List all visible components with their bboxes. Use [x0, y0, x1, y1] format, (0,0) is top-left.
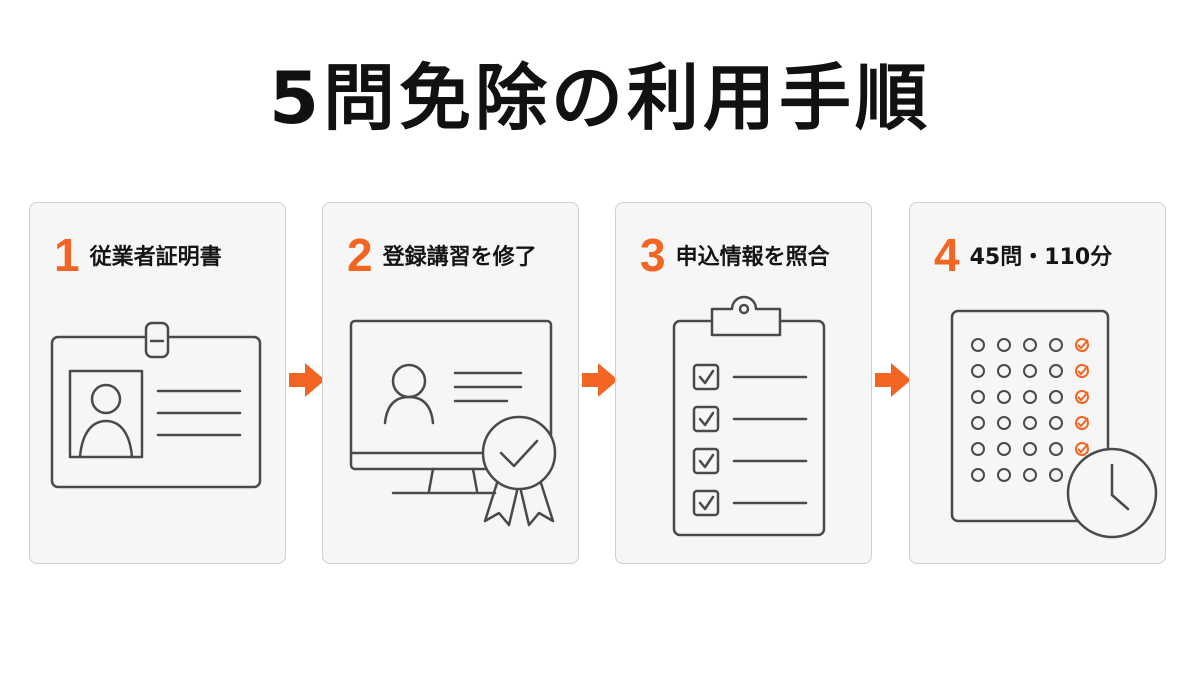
- answer-bubble: [1023, 442, 1037, 456]
- answer-bubble: [1023, 338, 1037, 352]
- arrow-right-icon: [875, 363, 911, 397]
- step-header-1: 1 従業者証明書: [54, 231, 222, 279]
- answer-bubble: [1049, 468, 1063, 482]
- answer-bubble: [1075, 442, 1089, 456]
- answer-check-mark: [1077, 339, 1089, 350]
- answer-bubble: [1023, 416, 1037, 430]
- answer-bubble: [1075, 338, 1089, 352]
- step-card-1: 1 従業者証明書: [29, 202, 286, 564]
- answer-bubble: [1049, 442, 1063, 456]
- computer-certificate-icon: [349, 319, 557, 527]
- step-card-3: 3 申込情報を照合: [615, 202, 872, 564]
- answer-bubble: [971, 442, 985, 456]
- answer-bubble: [1049, 338, 1063, 352]
- step-header-2: 2 登録講習を修了: [347, 231, 537, 279]
- answer-bubble: [1075, 364, 1089, 378]
- step-card-2: 2 登録講習を修了: [322, 202, 579, 564]
- answer-bubble: [1049, 390, 1063, 404]
- answer-bubble: [1075, 416, 1089, 430]
- step-number-2: 2: [347, 229, 373, 281]
- step-number-3: 3: [640, 229, 666, 281]
- clipboard-checklist-icon: [672, 295, 826, 537]
- answer-bubble: [997, 338, 1011, 352]
- answer-bubble: [971, 364, 985, 378]
- step-label-4: 45問・110分: [969, 245, 1113, 270]
- answer-bubble: [997, 364, 1011, 378]
- answer-bubble: [1023, 468, 1037, 482]
- step-header-3: 3 申込情報を照合: [640, 231, 830, 279]
- answer-bubble: [997, 390, 1011, 404]
- answer-sheet-clock-icon: [950, 309, 1158, 539]
- answer-bubble: [971, 390, 985, 404]
- answer-bubble: [997, 468, 1011, 482]
- id-card-icon: [50, 321, 262, 489]
- answer-check-mark: [1077, 365, 1089, 376]
- answer-bubble: [1049, 416, 1063, 430]
- answer-bubble: [971, 416, 985, 430]
- answer-bubble: [1075, 390, 1089, 404]
- step-number-4: 4: [934, 229, 960, 281]
- answer-check-mark: [1077, 417, 1089, 428]
- step-label-2: 登録講習を修了: [382, 245, 537, 270]
- answer-bubble: [971, 468, 985, 482]
- page-title: 5問免除の利用手順: [268, 56, 932, 140]
- answer-bubble: [971, 338, 985, 352]
- step-label-3: 申込情報を照合: [675, 245, 830, 270]
- answer-bubble: [997, 442, 1011, 456]
- step-card-4: 4 45問・110分: [909, 202, 1166, 564]
- step-number-1: 1: [54, 229, 80, 281]
- answer-bubble: [1023, 364, 1037, 378]
- arrow-right-icon: [582, 363, 618, 397]
- answer-bubble: [997, 416, 1011, 430]
- arrow-right-icon: [289, 363, 325, 397]
- step-header-4: 4 45問・110分: [934, 231, 1112, 279]
- answer-bubble: [1023, 390, 1037, 404]
- answer-check-mark: [1077, 443, 1089, 454]
- answer-check-mark: [1077, 391, 1089, 402]
- step-label-1: 従業者証明書: [89, 245, 222, 270]
- answer-bubble: [1049, 364, 1063, 378]
